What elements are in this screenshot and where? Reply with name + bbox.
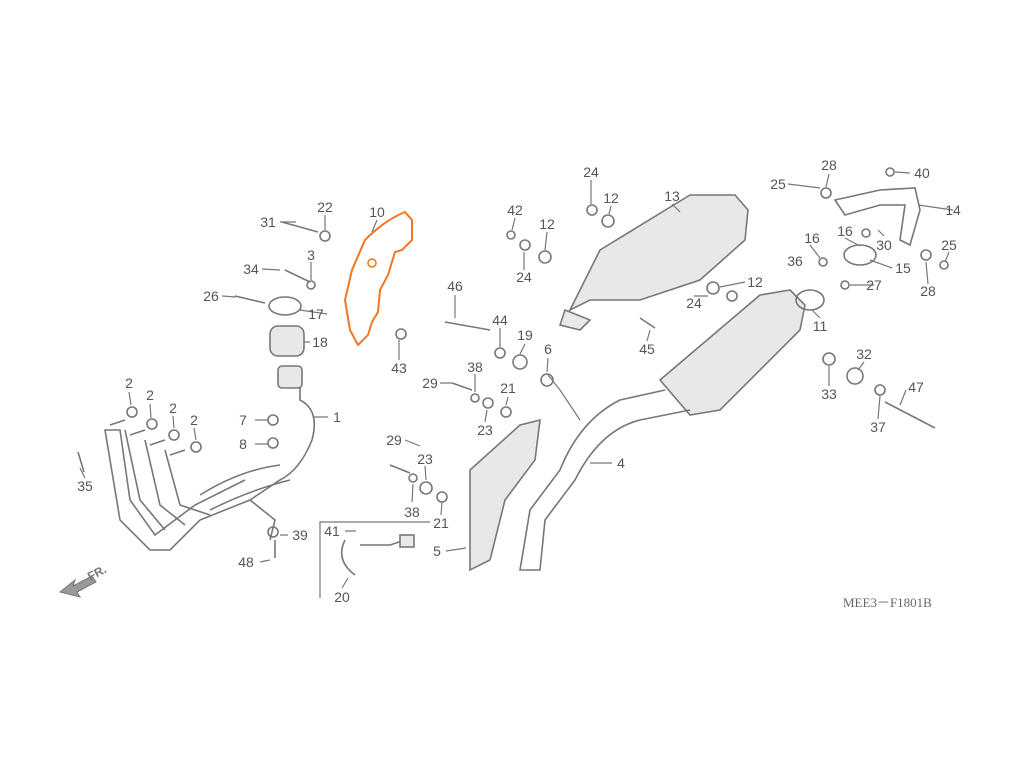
muffler-outlet: [558, 308, 592, 331]
callout-17[interactable]: 17: [308, 306, 324, 322]
callout-35[interactable]: 35: [77, 478, 93, 494]
callout-29[interactable]: 29: [386, 432, 402, 448]
callout-3[interactable]: 3: [307, 247, 315, 263]
callout-18[interactable]: 18: [312, 334, 328, 350]
callout-29[interactable]: 29: [422, 375, 438, 391]
callout-21[interactable]: 21: [500, 380, 516, 396]
callout-22[interactable]: 22: [317, 199, 333, 215]
heat-shield-grommet: [367, 258, 377, 268]
callout-2[interactable]: 2: [190, 412, 198, 428]
callout-37[interactable]: 37: [870, 419, 886, 435]
heat-shield-10-highlighted[interactable]: [343, 210, 413, 347]
callout-23[interactable]: 23: [417, 451, 433, 467]
callout-25[interactable]: 25: [941, 237, 957, 253]
callout-28[interactable]: 28: [920, 283, 936, 299]
callout-13[interactable]: 13: [664, 188, 680, 204]
callout-38[interactable]: 38: [467, 359, 483, 375]
callout-16[interactable]: 16: [837, 223, 853, 239]
callout-2[interactable]: 2: [125, 375, 133, 391]
callout-11[interactable]: 11: [813, 318, 828, 334]
callout-36[interactable]: 36: [787, 253, 803, 269]
callout-38[interactable]: 38: [404, 504, 420, 520]
callout-33[interactable]: 33: [821, 386, 837, 402]
leader-lines: [79, 171, 954, 589]
muffler-bracket-14: [833, 187, 921, 247]
silencer-body: [658, 289, 806, 416]
callout-12[interactable]: 12: [747, 274, 763, 290]
callout-28[interactable]: 28: [821, 157, 837, 173]
callout-47[interactable]: 47: [908, 379, 924, 395]
callout-14[interactable]: 14: [945, 202, 961, 218]
muffler-body-13: [568, 194, 749, 312]
callout-2[interactable]: 2: [146, 387, 154, 403]
callout-1[interactable]: 1: [333, 409, 341, 425]
exhaust-joint-18: [269, 325, 305, 357]
band-clamp-17: [268, 296, 302, 316]
callout-27[interactable]: 27: [866, 277, 882, 293]
callout-10[interactable]: 10: [369, 204, 385, 220]
callout-24[interactable]: 24: [686, 295, 702, 311]
callout-40[interactable]: 40: [914, 165, 930, 181]
callout-31[interactable]: 31: [260, 214, 276, 230]
callout-46[interactable]: 46: [447, 278, 463, 294]
o2-sensor-connector: [399, 534, 415, 548]
o2-sensor-bracket-line: [319, 521, 430, 598]
callout-34[interactable]: 34: [243, 261, 259, 277]
callout-2[interactable]: 2: [169, 400, 177, 416]
exhaust-header-pipes: [104, 365, 316, 551]
exhaust-heat-protector-5: [469, 418, 541, 572]
callout-7[interactable]: 7: [239, 412, 247, 428]
callout-30[interactable]: 30: [876, 237, 892, 253]
muffler-band-15: [843, 244, 877, 266]
callout-24[interactable]: 24: [583, 164, 599, 180]
diagram-code: MEE3－F1801B: [843, 595, 932, 610]
callout-43[interactable]: 43: [391, 360, 407, 376]
callout-20[interactable]: 20: [334, 589, 350, 605]
callout-6[interactable]: 6: [544, 341, 552, 357]
o2-sensor-20: [340, 539, 406, 576]
callout-12[interactable]: 12: [603, 190, 619, 206]
callout-25[interactable]: 25: [770, 176, 786, 192]
callout-19[interactable]: 19: [517, 327, 533, 343]
callout-21[interactable]: 21: [433, 515, 449, 531]
callout-labels: 1 2 2 2 2 3 4 5 6 7 8 10 11 12 12 12 13 …: [77, 157, 961, 605]
callout-8[interactable]: 8: [239, 436, 247, 452]
callout-41[interactable]: 41: [324, 523, 340, 539]
callout-32[interactable]: 32: [856, 346, 872, 362]
callout-39[interactable]: 39: [292, 527, 308, 543]
callout-16[interactable]: 16: [804, 230, 820, 246]
callout-26[interactable]: 26: [203, 288, 219, 304]
exhaust-pipe-4: [519, 389, 691, 571]
front-direction-arrow-icon: [58, 575, 97, 598]
callout-5[interactable]: 5: [433, 543, 441, 559]
callout-44[interactable]: 44: [492, 312, 508, 328]
callout-42[interactable]: 42: [507, 202, 523, 218]
callout-48[interactable]: 48: [238, 554, 254, 570]
callout-4[interactable]: 4: [617, 455, 625, 471]
callout-23[interactable]: 23: [477, 422, 493, 438]
callout-12[interactable]: 12: [539, 216, 555, 232]
callout-15[interactable]: 15: [895, 260, 911, 276]
gasket-11: [795, 289, 825, 311]
callout-45[interactable]: 45: [639, 341, 655, 357]
callout-24[interactable]: 24: [516, 269, 532, 285]
